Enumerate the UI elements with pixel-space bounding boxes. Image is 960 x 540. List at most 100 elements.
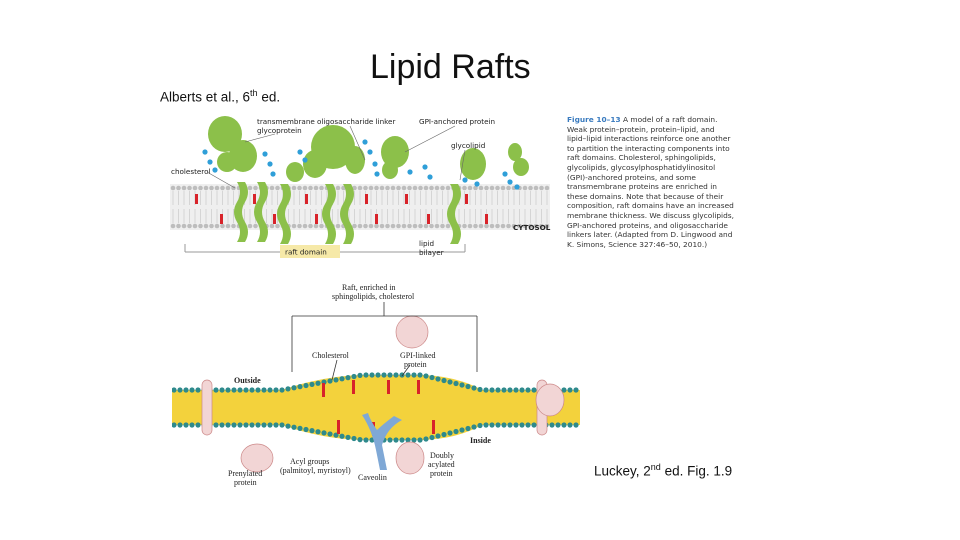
cytosol-label: CYTOSOL bbox=[513, 223, 551, 232]
lipid-head bbox=[465, 425, 471, 432]
doubly-acylated-label-3: protein bbox=[430, 469, 453, 478]
lipid-head bbox=[533, 185, 539, 191]
lipid-head bbox=[407, 185, 412, 191]
lipid-head bbox=[473, 185, 478, 191]
lipid-head bbox=[303, 382, 309, 389]
lipid-head bbox=[269, 223, 275, 229]
cholesterol-mark bbox=[305, 194, 308, 204]
lipid-head bbox=[517, 223, 522, 229]
lipid-head bbox=[297, 384, 303, 390]
lipid-head bbox=[375, 372, 381, 378]
lipid-head bbox=[267, 422, 273, 428]
lipid-head bbox=[471, 385, 477, 391]
lipid-head bbox=[357, 185, 363, 191]
lipid-head bbox=[253, 185, 258, 191]
lipid-head bbox=[489, 223, 495, 229]
lipid-head bbox=[506, 185, 511, 191]
lipid-head bbox=[393, 437, 399, 443]
lipid-head bbox=[303, 426, 309, 433]
lipid-head bbox=[429, 185, 434, 191]
lipid-head bbox=[261, 387, 267, 393]
lipid-head bbox=[511, 223, 517, 229]
lipid-head bbox=[213, 422, 219, 428]
lipid-head bbox=[357, 372, 363, 378]
raft-enriched-label-2: sphingolipids, cholesterol bbox=[332, 292, 415, 301]
lipid-head bbox=[187, 223, 192, 229]
acyl-groups-label-2: (palmitoyl, myristoyl) bbox=[280, 466, 351, 475]
lipid-head bbox=[390, 185, 396, 191]
lipid-head bbox=[495, 185, 500, 191]
lipid-head bbox=[507, 422, 513, 428]
sugar-bead bbox=[202, 149, 208, 155]
lipid-head bbox=[423, 185, 429, 191]
lipid-head bbox=[335, 223, 341, 229]
lipid-head bbox=[396, 185, 401, 191]
lipid-head bbox=[187, 185, 192, 191]
lipid-head bbox=[501, 422, 507, 428]
sugar-bead bbox=[212, 167, 218, 173]
credit-luckey: Luckey, 2nd ed. Fig. 1.9 bbox=[594, 462, 733, 479]
lipid-head bbox=[393, 372, 399, 378]
lipid-head bbox=[387, 437, 393, 443]
lipid-head bbox=[368, 223, 374, 229]
doubly-acylated-label-2: acylated bbox=[428, 460, 455, 469]
sugar-bead bbox=[407, 169, 413, 175]
lipid-head bbox=[351, 435, 357, 442]
lipid-head bbox=[539, 223, 544, 229]
lipid-head bbox=[423, 223, 429, 229]
lipid-head bbox=[195, 387, 201, 393]
lipid-head bbox=[225, 387, 231, 393]
lipid-head bbox=[291, 185, 297, 191]
lipid-head bbox=[192, 223, 198, 229]
lipid-head bbox=[429, 434, 435, 441]
sugar-bead bbox=[514, 184, 520, 190]
lipid-head bbox=[275, 223, 280, 229]
transmembrane-label: transmembrane bbox=[257, 117, 315, 126]
lipid-head bbox=[440, 185, 445, 191]
lipid-head bbox=[247, 185, 253, 191]
prenylated-label: Prenylated bbox=[228, 469, 262, 478]
lipid-head bbox=[297, 425, 303, 431]
lipid-head bbox=[478, 185, 484, 191]
lipid-head bbox=[172, 422, 177, 428]
lipid-head bbox=[231, 422, 237, 428]
lipid-head bbox=[495, 223, 500, 229]
lipid-head bbox=[339, 376, 345, 382]
lipid-head bbox=[243, 422, 249, 428]
sugar-bead bbox=[422, 164, 428, 170]
lipid-head bbox=[249, 422, 255, 428]
lipid-head bbox=[183, 387, 189, 393]
lipid-head bbox=[522, 223, 528, 229]
lipid-head bbox=[170, 223, 176, 229]
lipid-head bbox=[198, 185, 203, 191]
lipid-head bbox=[243, 387, 249, 393]
lipid-head bbox=[315, 380, 321, 386]
lipid-head bbox=[405, 437, 411, 443]
lipid-head bbox=[379, 223, 385, 229]
raft-enriched-label: Raft, enriched in bbox=[342, 283, 396, 292]
lipid-head bbox=[369, 372, 375, 378]
credit-alberts: Alberts et al., 6th ed. bbox=[160, 88, 281, 105]
lipid-head bbox=[513, 387, 519, 393]
lipid-head bbox=[483, 387, 489, 393]
lipid-head bbox=[351, 373, 357, 380]
lipid-head bbox=[225, 223, 231, 229]
lipid-head bbox=[189, 422, 195, 428]
lipid-head bbox=[462, 185, 467, 191]
lipid-head bbox=[203, 223, 209, 229]
lipid-head bbox=[339, 433, 345, 439]
lipid-head bbox=[495, 422, 501, 428]
cholesterol-mark bbox=[365, 194, 368, 204]
lipid-head bbox=[231, 223, 236, 229]
lipid-head bbox=[435, 433, 441, 439]
lipid-head bbox=[363, 185, 368, 191]
lipid-head bbox=[411, 372, 417, 378]
lipid-head bbox=[573, 422, 579, 428]
glycolipid-label: glycolipid bbox=[451, 141, 485, 150]
lipid-head bbox=[279, 422, 285, 428]
lipid-label: lipid bbox=[419, 239, 434, 248]
cholesterol-mark bbox=[485, 214, 488, 224]
lipid-head bbox=[333, 377, 339, 383]
lipid-head bbox=[231, 185, 236, 191]
lipid-head bbox=[513, 422, 519, 428]
